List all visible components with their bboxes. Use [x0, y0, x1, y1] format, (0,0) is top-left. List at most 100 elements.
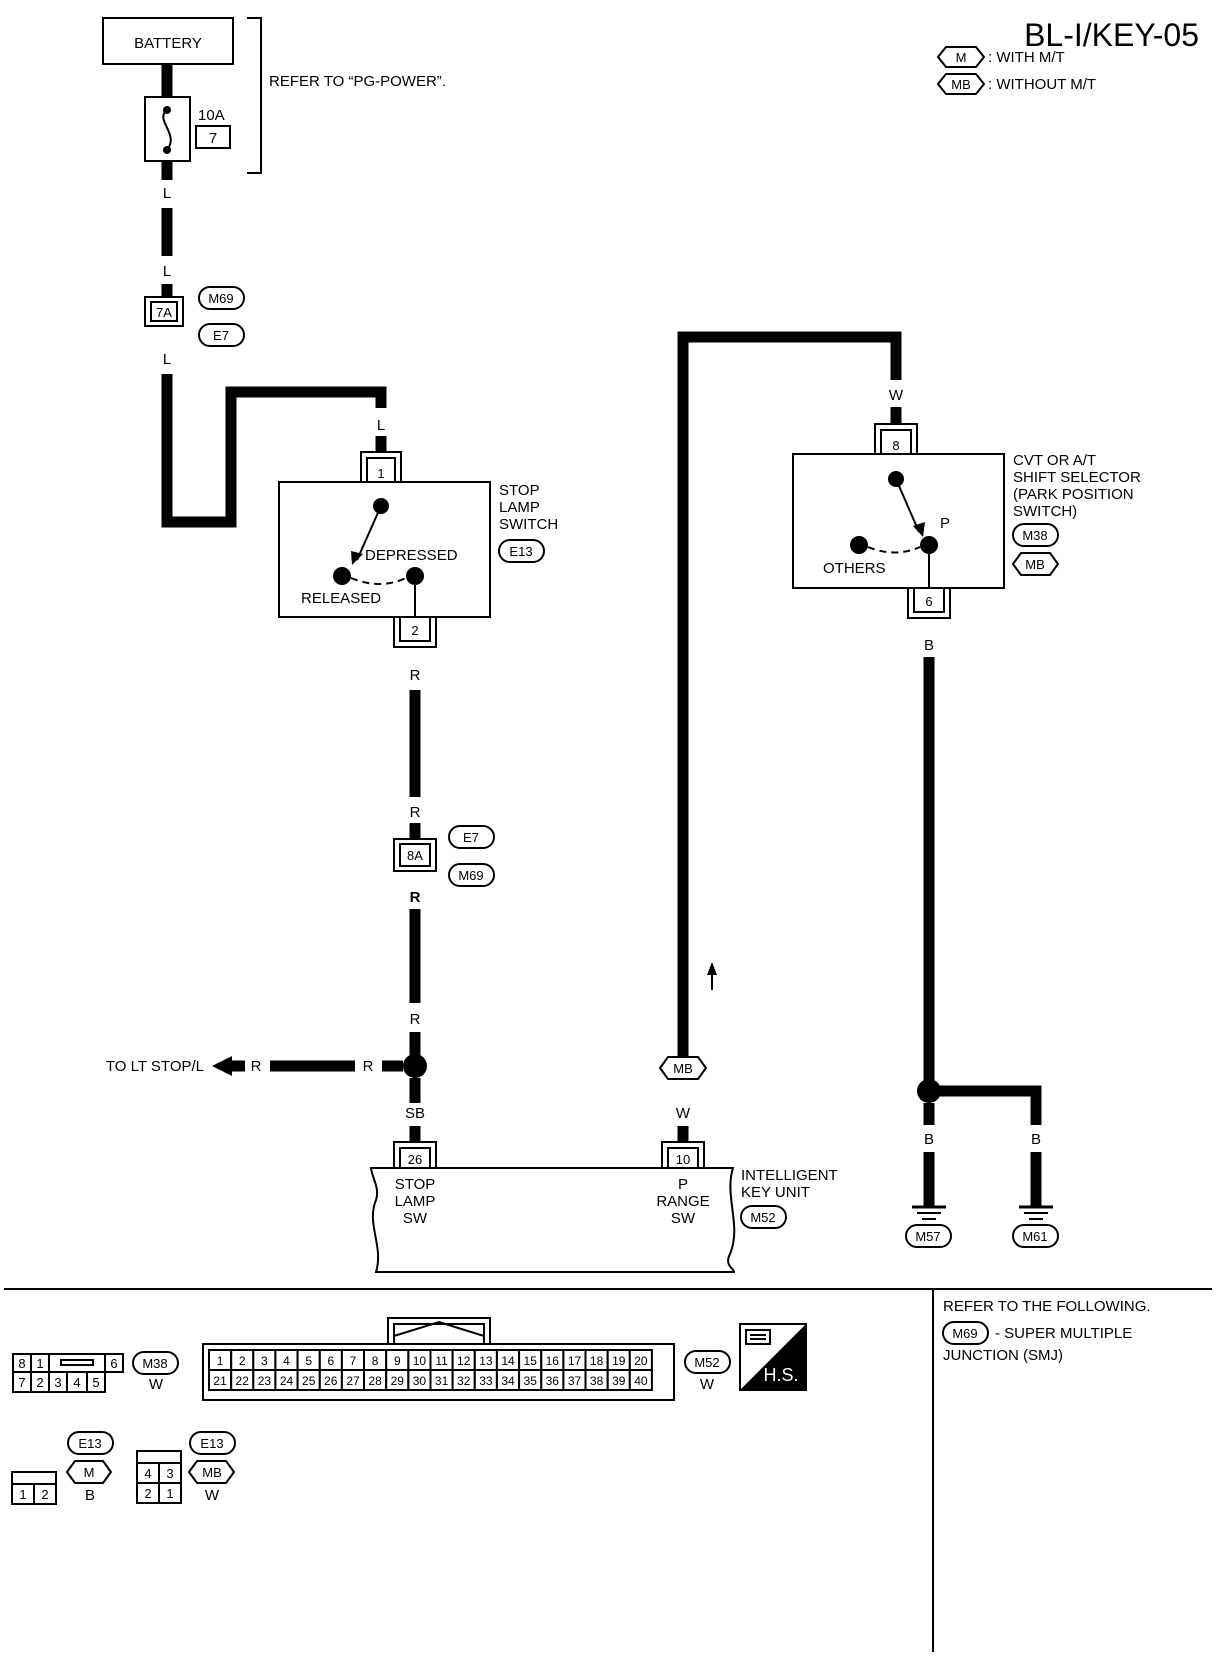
- wire-color-w-1: W: [889, 387, 904, 404]
- wire-color-b-2: B: [924, 1131, 934, 1148]
- svg-text:STOP: STOP: [395, 1176, 436, 1193]
- m52-pin-number: 2: [239, 1354, 246, 1368]
- stop-lamp-switch-title-3: SWITCH: [499, 516, 558, 533]
- released-label: RELEASED: [301, 590, 381, 607]
- m52-pin-number: 12: [457, 1354, 471, 1368]
- fuse-number: 7: [209, 130, 217, 147]
- svg-text:M38: M38: [142, 1356, 167, 1371]
- wire-color-b-1: B: [924, 637, 934, 654]
- svg-text:6: 6: [925, 594, 932, 609]
- svg-text:5: 5: [92, 1375, 99, 1390]
- svg-text:3: 3: [166, 1466, 173, 1481]
- m52-pin-number: 33: [479, 1374, 493, 1388]
- svg-text:1: 1: [166, 1486, 173, 1501]
- svg-text:1: 1: [377, 466, 384, 481]
- key-unit-name-2: KEY UNIT: [741, 1184, 810, 1201]
- svg-text:SW: SW: [671, 1210, 696, 1227]
- svg-text:RANGE: RANGE: [656, 1193, 709, 1210]
- svg-text:BATTERY: BATTERY: [134, 35, 202, 52]
- shift-selector-title-2: SHIFT SELECTOR: [1013, 469, 1141, 486]
- legend-tag-m: M: [956, 50, 967, 65]
- fuse: 10A 7: [144, 96, 231, 162]
- legend-text-m: : WITH M/T: [988, 49, 1065, 66]
- svg-text:M52: M52: [694, 1355, 719, 1370]
- m52-pin-number: 14: [501, 1354, 515, 1368]
- svg-text:REFER TO THE FOLLOWING.: REFER TO THE FOLLOWING.: [943, 1298, 1151, 1315]
- shift-selector-title-3: (PARK POSITION: [1013, 486, 1134, 503]
- svg-text:JUNCTION (SMJ): JUNCTION (SMJ): [943, 1347, 1063, 1364]
- wire-color-r-1: R: [410, 667, 421, 684]
- wire-color-l-3: L: [163, 351, 171, 368]
- svg-text:2: 2: [411, 623, 418, 638]
- svg-text:E13: E13: [200, 1436, 223, 1451]
- intelligent-key-unit: 26 10 STOP LAMP SW P RANGE SW INTELLIGEN…: [369, 1141, 838, 1273]
- wire-color-r-3: R: [410, 889, 421, 906]
- m52-pin-number: 39: [612, 1374, 626, 1388]
- svg-text:M38: M38: [1022, 528, 1047, 543]
- shift-selector-switch: 8 P OTHERS CVT OR A/T SHIFT SELECTOR (PA…: [792, 423, 1141, 619]
- wire-color-b-3: B: [1031, 1131, 1041, 1148]
- m52-pin-number: 21: [213, 1374, 227, 1388]
- m52-pin-cell: [628, 1369, 653, 1391]
- svg-text:E7: E7: [463, 830, 479, 845]
- m52-pin-number: 16: [546, 1354, 560, 1368]
- svg-text:3: 3: [54, 1375, 61, 1390]
- p-position-label: P: [940, 515, 950, 532]
- svg-text:8A: 8A: [407, 848, 423, 863]
- connector-icon: [745, 1329, 771, 1345]
- connector-7a: 7A: [144, 296, 184, 327]
- shift-selector-title-4: SWITCH): [1013, 503, 1077, 520]
- connector-tag-e7-lower: E7: [448, 825, 495, 849]
- m52-pin-number: 35: [524, 1374, 538, 1388]
- stop-lamp-switch-title-2: LAMP: [499, 499, 540, 516]
- m52-pin-number: 18: [590, 1354, 604, 1368]
- wire-color-r-5: R: [363, 1058, 374, 1075]
- m52-pin-number: 15: [524, 1354, 538, 1368]
- fuse-rating: 10A: [198, 107, 225, 124]
- m52-pin-number: 36: [546, 1374, 560, 1388]
- connector-view-e13-mb: E13 MB W 4 3 2 1: [136, 1431, 236, 1504]
- m52-pin-number: 31: [435, 1374, 449, 1388]
- others-label: OTHERS: [823, 560, 886, 577]
- depressed-label: DEPRESSED: [365, 547, 458, 564]
- svg-text:MB: MB: [1025, 557, 1045, 572]
- ground-icon-m57: M57: [905, 1205, 952, 1248]
- ground-icon-m61: M61: [1012, 1205, 1059, 1248]
- m52-pin-number: 24: [280, 1374, 294, 1388]
- connector-tag-e7-upper: E7: [198, 323, 245, 347]
- wire-color-l-4: L: [377, 417, 385, 434]
- m52-pin-number: 32: [457, 1374, 471, 1388]
- svg-text:2: 2: [36, 1375, 43, 1390]
- svg-text:8: 8: [18, 1356, 25, 1371]
- svg-text:E13: E13: [509, 544, 532, 559]
- m52-pin-number: 3: [261, 1354, 268, 1368]
- svg-text:4: 4: [144, 1466, 151, 1481]
- hs-badge: H.S.: [739, 1323, 807, 1391]
- m52-pin-number: 17: [568, 1354, 582, 1368]
- wire-color-l-1: L: [163, 185, 171, 202]
- legend-text-mb: : WITHOUT M/T: [988, 76, 1096, 93]
- m52-pin-number: 10: [413, 1354, 427, 1368]
- page-code: BL-I/KEY-05: [1024, 17, 1199, 53]
- svg-text:E13: E13: [78, 1436, 101, 1451]
- m52-pin-number: 20: [634, 1354, 648, 1368]
- svg-text:1: 1: [19, 1487, 26, 1502]
- m52-pin-number: 38: [590, 1374, 604, 1388]
- m52-pin-number: 22: [236, 1374, 250, 1388]
- svg-text:M61: M61: [1022, 1229, 1047, 1244]
- m52-pin-number: 28: [368, 1374, 382, 1388]
- svg-text:MB: MB: [673, 1061, 693, 1076]
- svg-text:M: M: [84, 1465, 95, 1480]
- svg-text:7: 7: [18, 1375, 25, 1390]
- m52-pin-number: 5: [305, 1354, 312, 1368]
- connector-view-m38: 8 1 6 7 2 3 4 5 M38 W: [12, 1351, 179, 1393]
- connector-tag-m69-upper: M69: [198, 286, 245, 310]
- svg-text:- SUPER MULTIPLE: - SUPER MULTIPLE: [995, 1325, 1132, 1342]
- svg-text:26: 26: [408, 1152, 422, 1167]
- splice-r: [403, 1054, 427, 1078]
- wire-color-r-6: R: [251, 1058, 262, 1075]
- svg-text:2: 2: [144, 1486, 151, 1501]
- legend: M : WITH M/T MB : WITHOUT M/T: [936, 46, 1096, 95]
